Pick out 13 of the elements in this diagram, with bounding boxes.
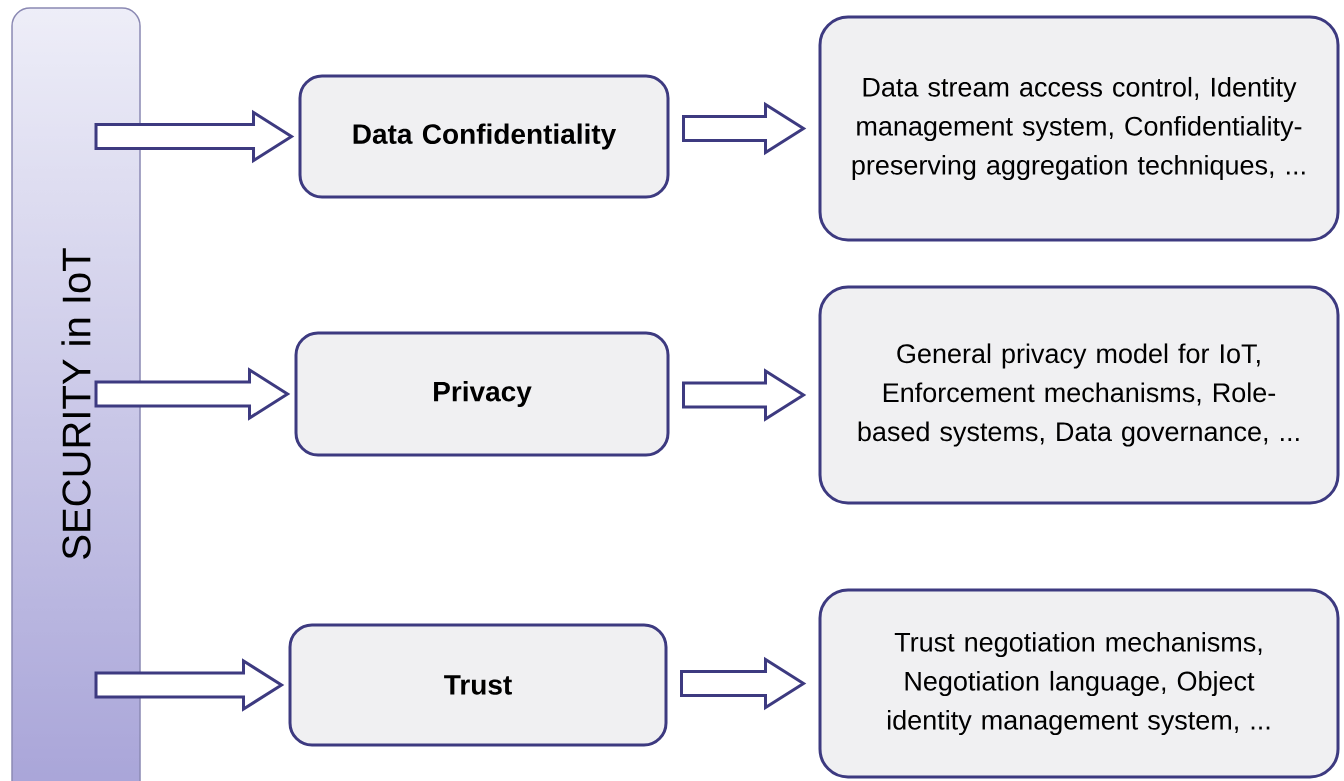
description-box: General privacy model for IoT, Enforcement mechanisms, Role-based systems, Data governance, ... bbox=[818, 285, 1340, 505]
description-box: Data stream access control, Identity management system, Confidentiality-preserving aggregation techniques, ... bbox=[818, 15, 1340, 242]
block-arrow bbox=[94, 109, 295, 164]
block-arrow bbox=[94, 367, 291, 421]
vertical-banner: SECURITY in IoT bbox=[11, 7, 141, 781]
block-arrow bbox=[94, 658, 285, 712]
block-arrow bbox=[682, 101, 807, 156]
description-box: Trust negotiation mechanisms, Negotiation language, Object identity management system, ... bbox=[818, 588, 1340, 779]
category-box: Privacy bbox=[294, 331, 670, 457]
block-arrow bbox=[680, 656, 807, 711]
category-box: Data Confidentiality bbox=[298, 74, 670, 199]
block-arrow bbox=[682, 368, 807, 422]
category-box: Trust bbox=[288, 623, 668, 747]
